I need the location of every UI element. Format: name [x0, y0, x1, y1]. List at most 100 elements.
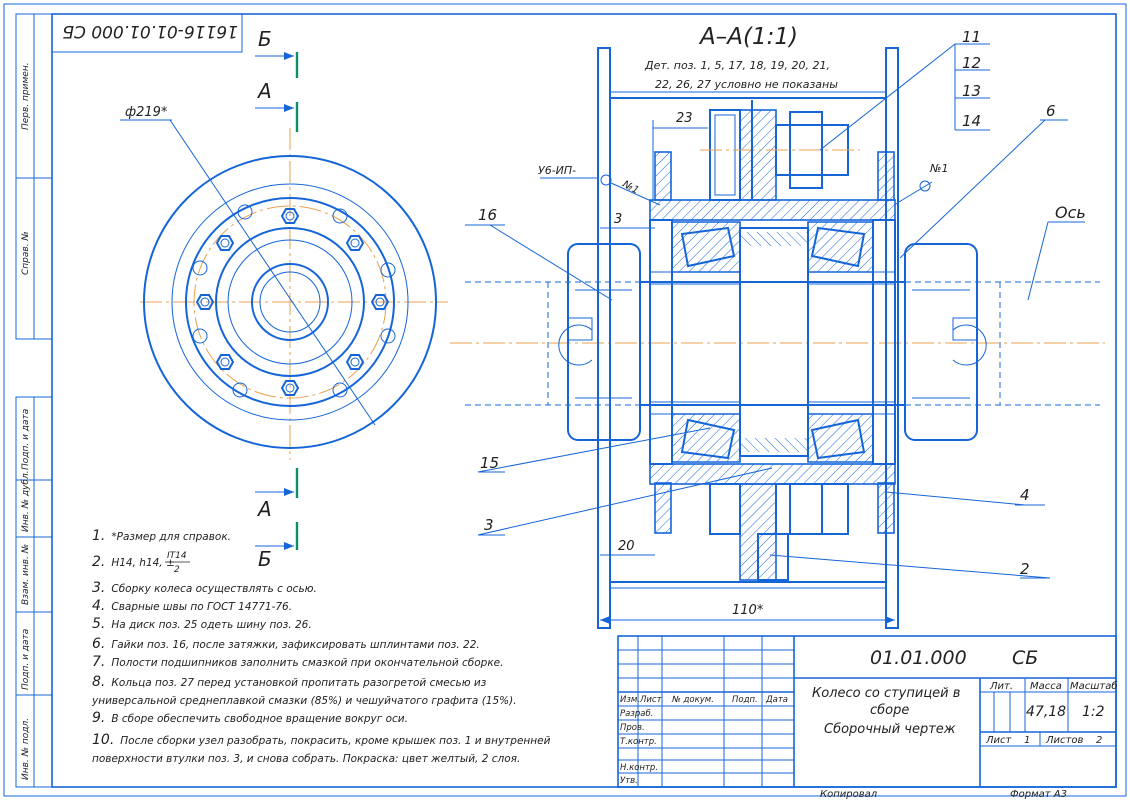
- pos-15: 15: [480, 454, 499, 472]
- dim-20: 20: [618, 539, 635, 554]
- note-2-frac-bot: 2: [174, 565, 180, 575]
- section-view: А–А(1:1) Дет. поз. 1, 5, 17, 18, 19, 20,…: [450, 24, 1105, 629]
- weld-left-label: У6-ИП-: [538, 164, 576, 177]
- svg-text:8.Кольца поз. 27 перед установ: 8. Кольца поз. 27 перед установкой пропит…: [92, 674, 487, 690]
- side-label-sprav: Справ. №: [21, 231, 31, 275]
- rotated-code-box: 16116-01.01.000 СБ: [51, 13, 243, 53]
- note-5-num: 5.: [92, 616, 105, 632]
- tb-sheet-val: 1: [1024, 735, 1030, 746]
- tb-name-1: Колесо со ступицей в: [812, 686, 960, 701]
- tb-col-podp: Подп.: [732, 695, 758, 705]
- pos-11: 11: [962, 28, 981, 46]
- pos-14: 14: [962, 112, 981, 130]
- tb-row-utv: Утв.: [620, 776, 638, 786]
- svg-text:1.*Размер для справок.: 1. *Размер для справок.: [92, 528, 231, 544]
- side-label-dubl: Инв. № дубл.: [21, 470, 31, 532]
- leaders: 11 12 13 14 6 16 15 3 4 2 Ось: [465, 28, 1086, 579]
- nut-right: [904, 243, 987, 441]
- weld-n1-right: №1: [929, 162, 948, 175]
- svg-text:9.В сборе обеспечить свободное: 9. В сборе обеспечить свободное вращение …: [92, 710, 408, 726]
- side-label-podp1: Подп. и дата: [21, 409, 31, 470]
- note-3-num: 3.: [92, 580, 105, 596]
- sheet-frame: [3, 3, 1127, 797]
- tb-mass-h: Масса: [1030, 681, 1062, 692]
- side-label-vzam: Взам. инв. №: [21, 544, 31, 605]
- tb-row-nkontr: Н.контр.: [620, 763, 658, 773]
- svg-text:2.H14, h14, ±: 2. H14, h14, ±: [92, 554, 175, 570]
- note-8-num: 8.: [92, 674, 105, 690]
- svg-text:10.После сборки узел разобрать: 10. После сборки узел разобрать, покрасит…: [92, 732, 551, 748]
- note-4-num: 4.: [92, 598, 105, 614]
- cut-marks: Б А А Б: [255, 27, 299, 571]
- side-label-podp2: Подп. и дата: [21, 629, 31, 690]
- note-5-text: На диск поз. 25 одеть шину поз. 26.: [111, 619, 311, 631]
- tb-sheets-label: Листов: [1045, 735, 1083, 746]
- section-note-1: Дет. поз. 1, 5, 17, 18, 19, 20, 21,: [644, 59, 830, 72]
- tb-row-prov: Пров.: [620, 723, 645, 733]
- tb-format: Формат А3: [1010, 789, 1067, 800]
- tb-mass: 47,18: [1026, 704, 1066, 720]
- tb-row-tkontr: Т.контр.: [620, 737, 657, 747]
- note-7-text: Полости подшипников заполнить смазкой пр…: [111, 657, 503, 669]
- side-label-podl: Инв. № подл.: [21, 718, 31, 780]
- weld-n1-left: №1: [620, 178, 641, 196]
- pos-6: 6: [1046, 102, 1056, 120]
- tb-scale-h: Масштаб: [1070, 680, 1118, 692]
- cut-label-a-top: А: [256, 79, 272, 103]
- note-4-text: Сварные швы по ГОСТ 14771-76.: [111, 601, 292, 613]
- cut-label-a-bot: А: [256, 497, 272, 521]
- dim-3: 3: [614, 212, 622, 227]
- note-6-text: Гайки поз. 16, после затяжки, зафиксиров…: [111, 639, 479, 651]
- rotated-doc-code: 16116-01.01.000 СБ: [62, 21, 238, 41]
- section-note-2: 22, 26, 27 условно не показаны: [655, 78, 838, 91]
- note-2-num: 2.: [92, 554, 105, 570]
- pos-3: 3: [484, 516, 494, 534]
- pos-12: 12: [962, 54, 981, 72]
- note-3-text: Сборку колеса осуществлять с осью.: [111, 583, 316, 595]
- cut-label-b-bot: Б: [258, 547, 272, 571]
- tb-col-list: Лист: [639, 695, 663, 705]
- note-8-text: Кольца поз. 27 перед установкой пропитат…: [111, 677, 486, 689]
- technical-notes: 1. *Размер для справок. 2. H14, h14, ± IT1…: [91, 528, 551, 765]
- tb-copied: Копировал: [820, 789, 878, 800]
- dim-diameter: ф219*: [125, 105, 168, 120]
- tb-col-doc: № докум.: [671, 695, 714, 705]
- pos-2: 2: [1020, 560, 1030, 578]
- note-1-num: 1.: [92, 528, 105, 544]
- pos-16: 16: [478, 206, 497, 224]
- svg-text:4.Сварные швы по ГОСТ 14771-76: 4. Сварные швы по ГОСТ 14771-76.: [92, 598, 292, 614]
- bolt-ring: [192, 204, 396, 398]
- svg-text:7.Полости подшипников заполнит: 7.Полости подшипников заполнить смазкой …: [92, 654, 503, 670]
- axis-label: Ось: [1055, 203, 1086, 222]
- title-block: 01.01.000 СБ Колесо со ступицей в сборе …: [617, 635, 1118, 800]
- note-1-text: *Размер для справок.: [111, 531, 231, 543]
- tb-row-razrab: Разраб.: [620, 709, 653, 719]
- svg-text:5.На диск поз. 25 одеть шину п: 5. На диск поз. 25 одеть шину поз. 26.: [92, 616, 312, 632]
- tb-scale: 1:2: [1082, 704, 1105, 720]
- note-10-num: 10.: [92, 732, 114, 748]
- front-view: ф219*: [120, 105, 448, 460]
- tb-sheet-label: Лист: [985, 735, 1013, 746]
- pos-13: 13: [962, 82, 981, 100]
- note-9-text: В сборе обеспечить свободное вращение во…: [111, 713, 408, 725]
- nut-left: [558, 243, 641, 441]
- side-label-perv: Перв. примен.: [21, 62, 31, 130]
- svg-text:3.Сборку колеса осуществлять с: 3. Сборку колеса осуществлять с осью.: [92, 580, 317, 596]
- section-title: А–А(1:1): [698, 24, 798, 50]
- note-6-num: 6.: [92, 636, 105, 652]
- svg-text:6.Гайки поз. 16, после затяжки: 6. Гайки поз. 16, после затяжки, зафиксир…: [92, 636, 480, 652]
- note-2-frac-top: IT14: [167, 551, 187, 561]
- note-9-num: 9.: [92, 710, 105, 726]
- tb-lit: Лит.: [989, 681, 1013, 692]
- note-10-cont: поверхности втулки поз. 3, и снова собра…: [92, 753, 520, 765]
- note-10-text: После сборки узел разобрать, покрасить, …: [120, 735, 550, 747]
- tb-col-date: Дата: [765, 695, 788, 705]
- tb-name-3: Сборочный чертеж: [824, 722, 956, 737]
- tb-code: 01.01.000: [870, 647, 967, 669]
- note-8-cont: универсальной среднеплавкой смазки (85%)…: [91, 695, 517, 707]
- note-2-text: H14, h14, ±: [111, 557, 174, 569]
- tb-sb: СБ: [1012, 647, 1038, 669]
- pos-4: 4: [1020, 486, 1030, 504]
- tb-col-izm: Изм.: [620, 695, 640, 705]
